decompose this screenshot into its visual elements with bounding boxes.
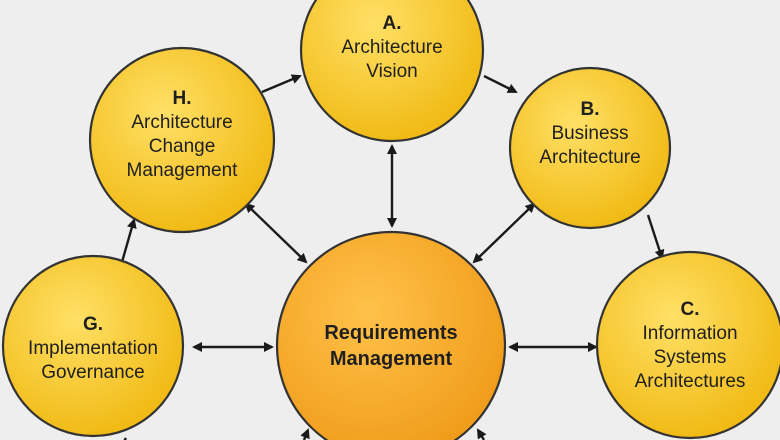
phase-h-letter: H. (172, 88, 192, 109)
requirements-management-circle (275, 230, 507, 440)
arrow-b-to-c (646, 214, 665, 260)
phase-c-circle (595, 250, 780, 440)
phase-a-line-2: Vision (366, 61, 418, 82)
phase-a-circle (299, 0, 485, 143)
phase-h-circle (88, 46, 276, 234)
phase-b-circle (508, 66, 672, 230)
phase-h-label: H. Architecture Change Management (92, 87, 272, 183)
phase-c-letter: C. (680, 299, 700, 320)
phase-c-line-2: Systems (653, 347, 727, 368)
arrow-a-to-b (483, 74, 518, 94)
phase-h-line-1: Architecture (131, 112, 233, 133)
arrow-center-bottom-left (300, 428, 310, 440)
requirements-management-label: Requirements Management (291, 320, 491, 372)
phase-h-line-3: Management (126, 160, 238, 181)
phase-a-label: A. Architecture Vision (292, 12, 492, 84)
arrow-g-to-h (120, 218, 137, 263)
phase-b-label: B. Business Architecture (500, 98, 680, 170)
phase-b-line-1: Business (551, 123, 629, 144)
arrow-h-center (244, 202, 308, 264)
arrow-h-to-a (261, 74, 302, 94)
center-line-2: Management (329, 348, 453, 370)
phase-g-line-1: Implementation (28, 338, 158, 359)
phase-b-line-2: Architecture (539, 147, 641, 168)
phase-a-letter: A. (382, 13, 402, 34)
phase-g-circle (1, 254, 185, 438)
phase-g-label: G. Implementation Governance (3, 313, 183, 385)
phase-g-line-2: Governance (41, 362, 145, 383)
phase-b-letter: B. (580, 99, 600, 120)
arrow-b-center (472, 202, 536, 264)
phase-c-line-3: Architectures (634, 371, 746, 392)
phase-a-line-1: Architecture (341, 37, 443, 58)
arrow-center-bottom-right (476, 428, 487, 440)
phase-h-line-2: Change (148, 136, 216, 157)
phase-c-line-1: Information (642, 323, 738, 344)
phase-g-letter: G. (82, 314, 104, 335)
center-line-1: Requirements (324, 322, 458, 344)
phase-c-label: C. Information Systems Architectures (600, 298, 780, 394)
